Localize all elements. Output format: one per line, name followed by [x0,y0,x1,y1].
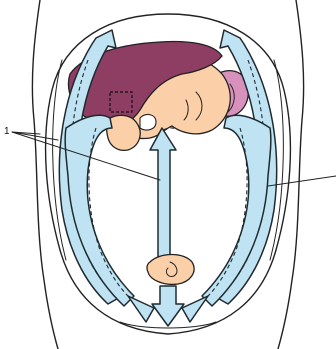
pelvic-arrowhead-right [182,296,208,322]
body-outline-left [32,0,58,349]
central-upward-flow-arrow [150,128,176,262]
callout-right-leader [268,176,336,186]
duodenum [107,115,140,150]
callout-1-label: 1 [4,126,10,137]
sigmoid-colon [147,255,194,285]
right-descending-colon-band [202,115,271,306]
pelvic-arrowhead-left [128,296,154,322]
body-outline-right [278,0,304,349]
omental-foramen [140,115,156,130]
pelvic-arrowhead-center [152,286,184,326]
